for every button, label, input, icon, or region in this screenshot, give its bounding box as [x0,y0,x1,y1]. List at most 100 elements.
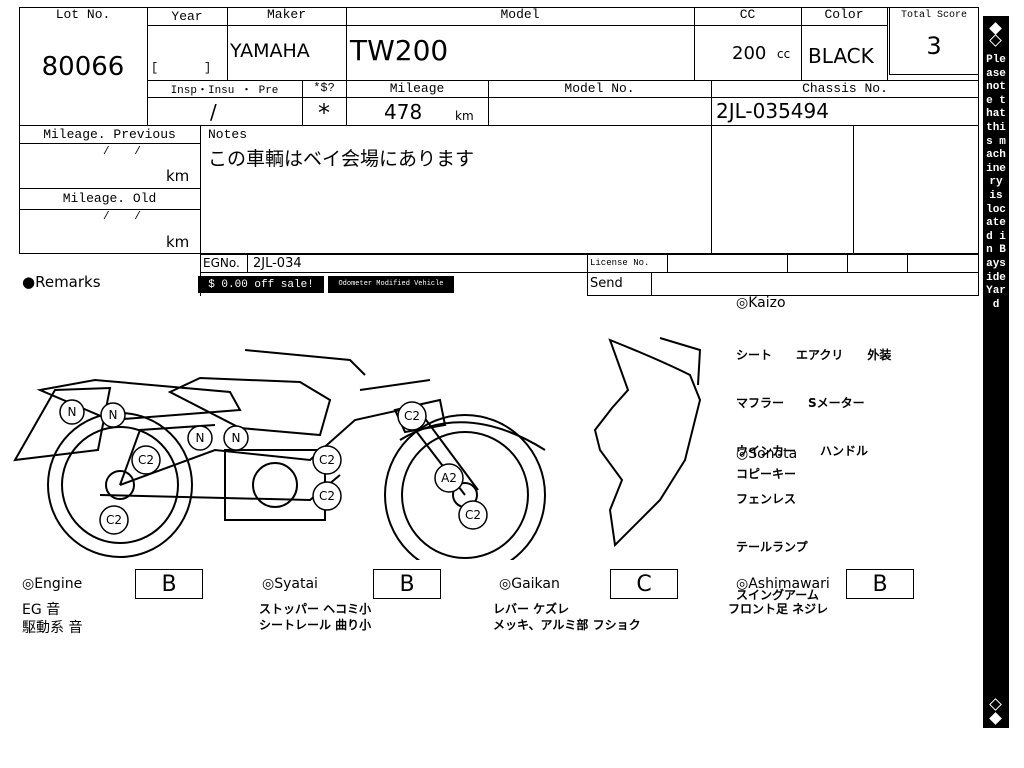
syatai-notes: ストッパー ヘコミ小 シートレール 曲り小 [259,601,371,633]
bayside-yard-sidebar: Please note that this machinery is locat… [983,16,1009,728]
mark-c2-4: C2 [312,481,342,511]
engine-note: 駆動系 音 [22,620,83,636]
kaizo-line: ウインカー ハンドル [736,444,869,458]
diamond-icon [989,22,1002,35]
mileage-previous-label: Mileage. Previous [43,127,176,142]
ashimawari-grade: B [846,569,914,599]
lot-no-label: Lot No. [55,7,111,22]
diamond-icon [989,712,1002,725]
sonota-line: コピーキー [736,467,797,481]
diamond-outline-icon [989,34,1002,47]
mark-n-3: N [187,425,213,451]
cc-unit: cc [777,47,791,61]
model-label: Model [500,7,540,22]
chassis-value: 2JL-035494 [716,99,829,123]
eg-no-value: 2JL-034 [253,256,302,271]
lot-no-value: 80066 [41,52,125,82]
motorcycle-side-diagram: N N N N C2 C2 C2 C2 C2 A2 C2 [13,337,702,560]
mark-n-1: N [59,399,85,425]
gaikan-note: メッキ、アルミ部 フショク [493,618,641,632]
notes-text: この車輌はベイ会場にあります [208,148,475,170]
mark-c2-5: C2 [397,401,427,431]
ashimawari-note: フロント足 ネジレ [728,602,829,616]
engine-notes: EG 音 駆動系 音 [22,601,82,637]
model-value: TW200 [350,34,449,67]
ashimawari-notes: フロント足 ネジレ [728,601,828,617]
total-score-box: Total Score 3 [889,7,979,75]
color-label: Color [824,7,864,22]
maker-value: YAMAHA [230,40,310,62]
mark-a2-1: A2 [434,463,464,493]
mileage-label: Mileage [389,81,445,96]
kaizo-line: シート エアクリ 外装 [736,348,892,362]
tank-top-view [593,337,702,548]
sonota-label: ◎Sonota [736,446,798,462]
kaizo-list: シート エアクリ 外装 マフラー Sメーター ウインカー ハンドル フェンレス … [736,315,891,619]
svg-text:C2: C2 [319,453,335,467]
mileage-old-unit: km [166,233,190,251]
svg-text:C2: C2 [319,489,335,503]
model-no-label: Model No. [564,81,635,96]
mark-c2-2: C2 [99,505,129,535]
send-label: Send [590,276,623,291]
kaizo-line: マフラー Sメーター [736,396,865,410]
odometer-modified-badge: Odometer Modified Vehicle [328,276,454,293]
cc-value: 200 [732,43,767,64]
syatai-note: シートレール 曲り小 [259,618,372,632]
mileage-value: 478 [384,100,423,124]
insp-value: / [210,100,217,124]
kaizo-label: ◎Kaizo [736,295,786,311]
svg-text:N: N [68,405,77,419]
gaikan-note: レバー ケズレ [493,602,570,616]
eg-no-label: EGNo. [203,256,240,270]
mark-c2-3: C2 [312,445,342,475]
remarks-label: ●Remarks [22,273,101,291]
mark-n-4: N [223,425,249,451]
total-score-label: Total Score [900,10,967,21]
color-value: BLACK [808,44,874,68]
mileage-previous-date: / / [103,146,141,158]
svg-text:C2: C2 [404,409,420,423]
mileage-unit: km [455,109,474,123]
svg-text:A2: A2 [441,471,457,485]
sidebar-notice-text: Please note that this machinery is locat… [986,54,1006,311]
kaizo-line: テールランプ [736,540,808,554]
mark-c2-1: C2 [131,445,161,475]
year-bracket-open: [ [151,61,159,75]
gaikan-grade: C [610,569,678,599]
chassis-label: Chassis No. [802,81,888,96]
ashimawari-label: ◎Ashimawari [736,576,830,592]
gaikan-notes: レバー ケズレ メッキ、アルミ部 フショク [493,601,641,633]
gaikan-label: ◎Gaikan [499,576,560,592]
svg-text:C2: C2 [138,453,154,467]
svg-text:N: N [109,408,118,422]
maker-label: Maker [266,7,306,22]
engine-label: ◎Engine [22,576,83,592]
kaizo-line: スイングアーム [736,588,819,602]
year-label: Year [171,9,203,24]
svg-text:C2: C2 [465,508,481,522]
mark-c2-6: C2 [458,500,488,530]
notes-label: Notes [208,127,248,142]
engine-note: EG 音 [22,602,61,618]
syatai-grade: B [373,569,441,599]
dollar-label: *$? [313,81,335,95]
sale-badge: $ 0.00 off sale! [198,276,324,293]
insp-label: Insp・Insu ・ Pre [170,85,279,97]
kaizo-line: フェンレス [736,492,797,506]
mark-n-2: N [100,402,126,428]
syatai-note: ストッパー ヘコミ小 [259,602,372,616]
mileage-previous-unit: km [166,167,190,185]
engine-grade: B [135,569,203,599]
mileage-old-label: Mileage. Old [62,191,157,206]
year-bracket-close: ] [204,61,212,75]
svg-text:C2: C2 [106,513,122,527]
license-no-label: License No. [590,258,650,268]
total-score-value: 3 [926,32,942,60]
svg-text:N: N [232,431,241,445]
svg-text:N: N [196,431,205,445]
dollar-value: * [318,99,330,127]
mileage-old-date: / / [103,211,141,223]
syatai-label: ◎Syatai [262,576,318,592]
